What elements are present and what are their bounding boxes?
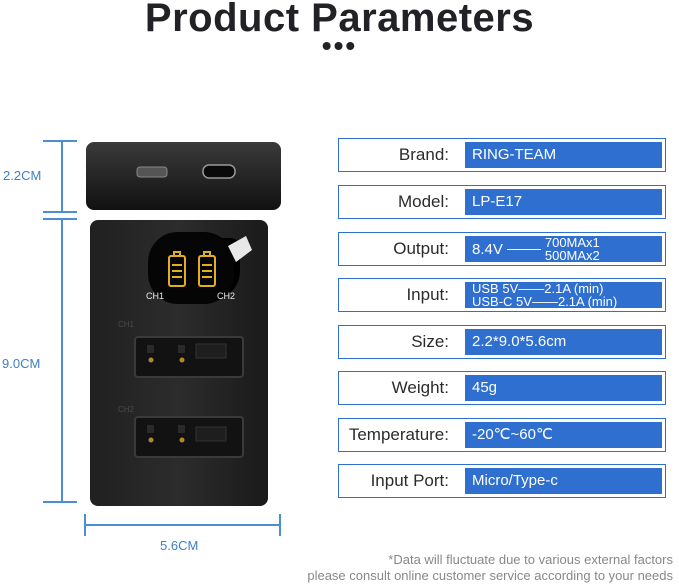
dim-tick-mid xyxy=(43,211,77,213)
dim-label-body: 9.0CM xyxy=(2,356,41,371)
spec-value: RING-TEAM xyxy=(465,142,662,168)
dim-label-width: 5.6CM xyxy=(160,538,199,553)
spec-row-weight: Weight: 45g xyxy=(338,371,666,405)
spec-row-input: Input: USB 5V——2.1A (min) USB-C 5V——2.1A… xyxy=(338,278,666,312)
spec-label: Weight: xyxy=(391,378,449,397)
usb-c-port-icon xyxy=(202,164,236,179)
ch1-indicator-label: CH1 xyxy=(146,291,164,301)
micro-usb-port-icon xyxy=(136,166,168,178)
dim-label-top: 2.2CM xyxy=(3,168,42,183)
page-title: Product Parameters xyxy=(144,0,535,40)
spec-value: Micro/Type-c xyxy=(465,468,662,494)
spec-label: Brand: xyxy=(398,145,449,164)
spec-label: Temperature: xyxy=(348,425,449,444)
charger-top-piece xyxy=(86,142,281,210)
spec-row-output: Output: 8.4V 700MAx1 500MAx2 xyxy=(338,232,666,266)
dim-line-top-vertical xyxy=(61,140,63,212)
battery-slot-2 xyxy=(134,416,244,458)
footnote-line-1: *Data will fluctuate due to various exte… xyxy=(388,552,673,567)
spec-value: USB 5V——2.1A (min) USB-C 5V——2.1A (min) xyxy=(465,282,662,308)
spec-row-temperature: Temperature: -20℃~60℃ xyxy=(338,418,666,452)
spec-value: -20℃~60℃ xyxy=(465,422,662,448)
output-dash xyxy=(506,248,541,250)
input-line-1: USB 5V——2.1A (min) xyxy=(472,281,604,296)
ch2-indicator-label: CH2 xyxy=(217,291,235,301)
dim-line-body-vertical xyxy=(61,218,63,502)
charger-body xyxy=(90,220,268,506)
dim-tick-left xyxy=(84,514,86,536)
spec-value: LP-E17 xyxy=(465,189,662,215)
slot2-label: CH2 xyxy=(118,405,135,414)
spec-row-input-port: Input Port: Micro/Type-c xyxy=(338,464,666,498)
dim-tick-mid2 xyxy=(43,218,77,220)
spec-label: Input: xyxy=(406,285,449,304)
slot1-label: CH1 xyxy=(118,320,135,329)
dim-tick-bottom xyxy=(43,501,77,503)
dots-decoration: ••• xyxy=(321,30,358,61)
spec-label: Input Port: xyxy=(370,471,449,490)
spec-row-model: Model: LP-E17 xyxy=(338,185,666,219)
spec-label: Output: xyxy=(393,239,449,258)
spec-label: Size: xyxy=(411,332,449,351)
battery-slot-1 xyxy=(134,336,244,378)
footnote: *Data will fluctuate due to various exte… xyxy=(307,552,673,584)
input-line-2: USB-C 5V——2.1A (min) xyxy=(472,294,618,309)
footnote-line-2: please consult online customer service a… xyxy=(307,568,673,583)
spec-value: 8.4V 700MAx1 500MAx2 xyxy=(465,236,662,262)
spec-value: 2.2*9.0*5.6cm xyxy=(465,329,662,355)
output-current-1: 700MAx1 xyxy=(544,235,600,250)
dim-line-width xyxy=(84,524,280,526)
output-currents: 700MAx1 500MAx2 xyxy=(545,236,600,262)
spec-label: Model: xyxy=(397,192,449,211)
battery-indicator-icon xyxy=(168,251,216,287)
spec-row-size: Size: 2.2*9.0*5.6cm xyxy=(338,325,666,359)
dim-tick-top xyxy=(43,140,77,142)
output-voltage: 8.4V xyxy=(472,240,503,258)
spec-value: 45g xyxy=(465,375,662,401)
dim-tick-right xyxy=(279,514,281,536)
spec-row-brand: Brand: RING-TEAM xyxy=(338,138,666,172)
output-current-2: 500MAx2 xyxy=(544,248,600,263)
